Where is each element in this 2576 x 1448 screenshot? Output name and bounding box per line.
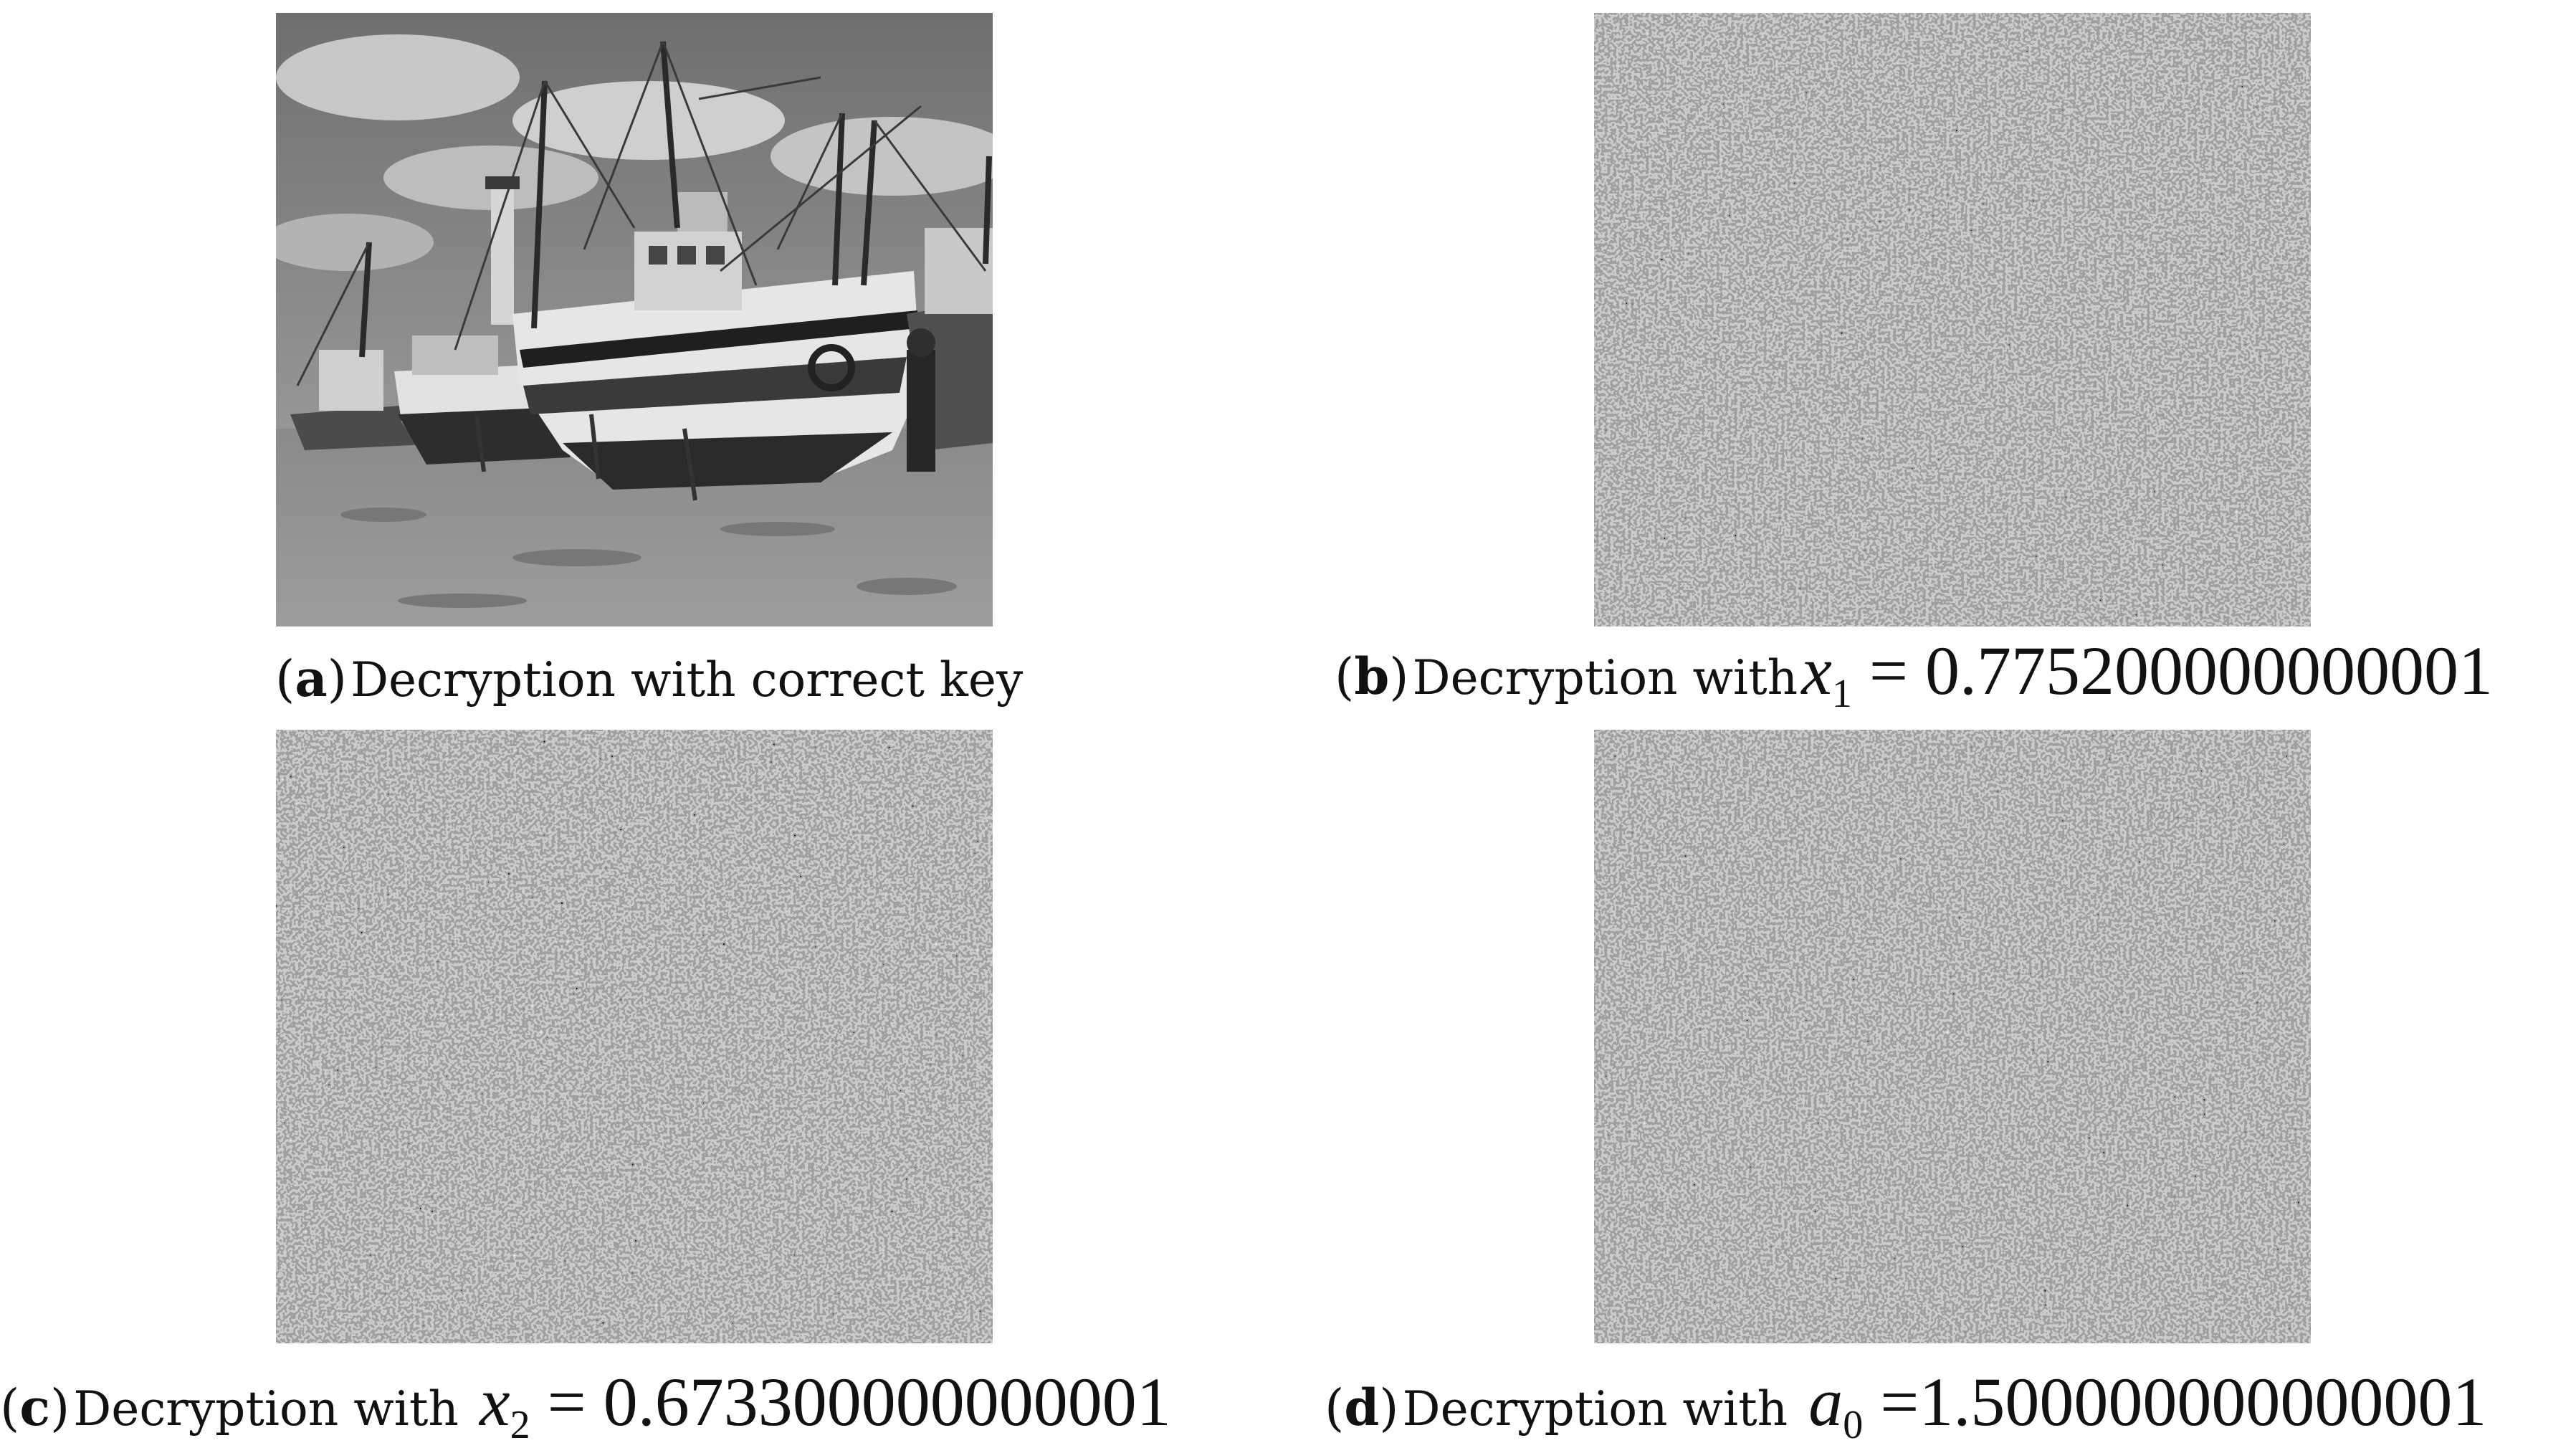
caption-d-letter: d [1344,1378,1380,1437]
noise-image-d [1594,730,2311,1343]
caption-d-value: 1.500000000000001 [1919,1363,2487,1440]
caption-a-text: Decryption with correct key [350,652,1024,708]
caption-d-sub: 0 [1843,1403,1864,1447]
caption-d-text: Decryption with [1402,1381,1788,1437]
noise-image-b [1594,13,2311,627]
caption-c-value: 0.673300000000001 [603,1363,1171,1440]
caption-c-text: Decryption with [73,1381,459,1437]
caption-d-var: a [1808,1363,1843,1440]
caption-b-equals: = [1869,632,1909,709]
caption-b-text: Decryption with [1412,650,1798,705]
caption-b-letter: b [1354,647,1390,706]
caption-b-equation: x1 = 0.775200000000001 [1801,632,2494,716]
caption-b-var: x [1801,632,1832,709]
caption-a-letter: a [295,649,328,708]
caption-c-letter: c [19,1378,50,1437]
boat-photo [276,13,993,627]
caption-b: (b) Decryption with x1 = 0.7752000000000… [1335,632,2494,716]
caption-a: (a) Decryption with correct key [275,649,1024,708]
caption-c-equation: x2 = 0.673300000000001 [462,1363,1171,1447]
caption-b-sub: 1 [1831,672,1852,716]
caption-d: (d) Decryption with a0 =1.50000000000000… [1325,1363,2487,1447]
caption-d-equals: = [1880,1363,1919,1440]
caption-c-var: x [479,1363,510,1440]
caption-b-value: 0.775200000000001 [1925,632,2494,709]
caption-c: (c) Decryption with x2 = 0.6733000000000… [0,1363,1171,1447]
caption-d-equation: a0 =1.500000000000001 [1791,1363,2487,1447]
noise-image-c [276,730,993,1343]
caption-c-sub: 2 [510,1403,530,1447]
caption-c-equals: = [547,1363,586,1440]
